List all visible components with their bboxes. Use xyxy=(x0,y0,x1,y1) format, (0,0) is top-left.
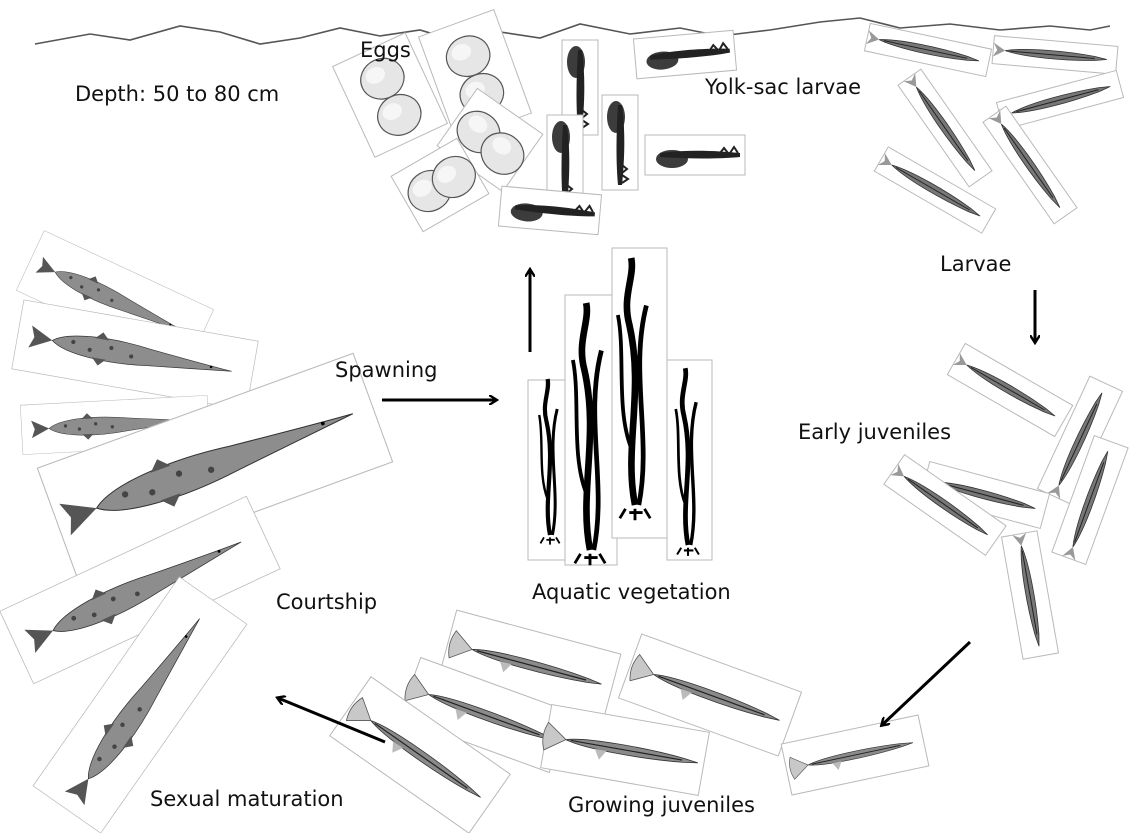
larvae-group xyxy=(864,23,1123,233)
aquatic-vegetation-label: Aquatic vegetation xyxy=(532,580,731,604)
spawning-label: Spawning xyxy=(335,358,438,382)
sexual-maturation-label: Sexual maturation xyxy=(150,787,344,811)
early-juveniles-group xyxy=(884,343,1128,659)
adult-gars-group xyxy=(0,231,393,833)
eggs-label: Eggs xyxy=(360,38,411,62)
depth-label: Depth: 50 to 80 cm xyxy=(75,82,279,106)
courtship-label: Courtship xyxy=(276,590,377,614)
yolk-sac-larvae-label: Yolk-sac larvae xyxy=(705,75,861,99)
early-juveniles-label: Early juveniles xyxy=(798,420,951,444)
arrow-to-growing-juveniles xyxy=(882,642,970,725)
growing-juveniles-label: Growing juveniles xyxy=(568,793,755,817)
aquatic-vegetation-plants xyxy=(528,248,712,565)
larvae-label: Larvae xyxy=(940,252,1011,276)
